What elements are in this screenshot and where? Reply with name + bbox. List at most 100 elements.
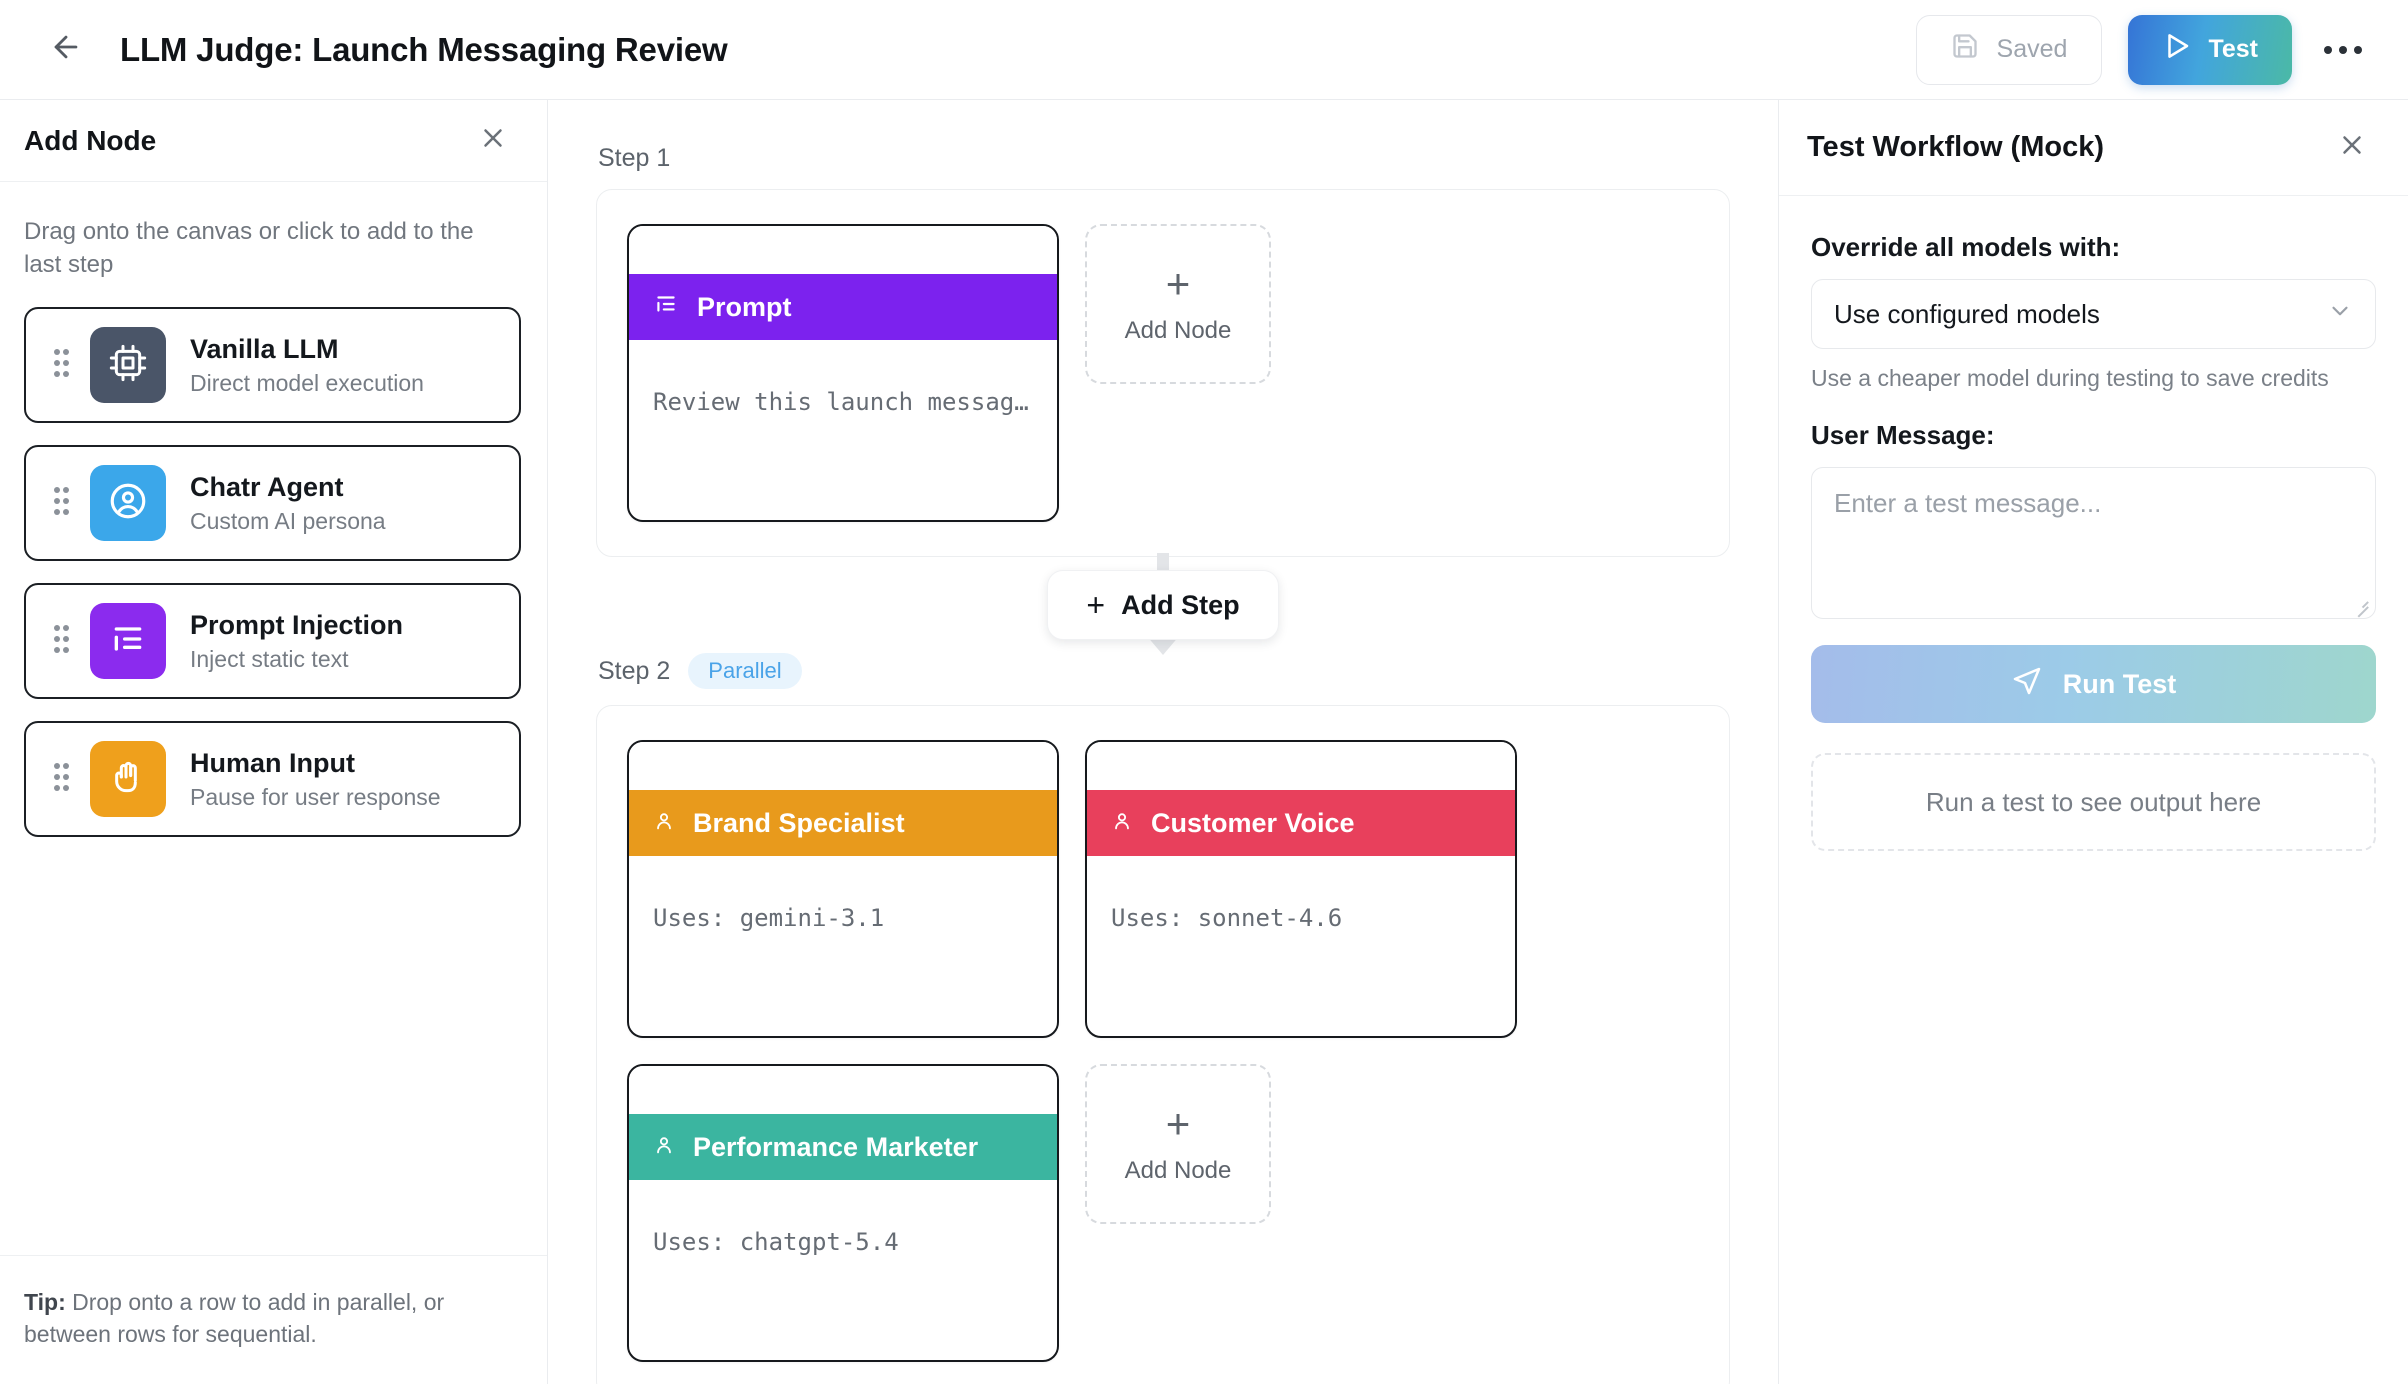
main-body: Add Node Drag onto the canvas or click t… [0,100,2408,1384]
ellipsis-icon [2324,45,2362,54]
node-brand-specialist-model: Uses: gemini-3.1 [653,904,885,932]
step-2-label-row: Step 2 Parallel [598,653,1730,689]
textarea-resize-handle[interactable] [2352,595,2369,617]
plus-icon: + [1086,587,1106,623]
test-panel-content: Override all models with: Use configured… [1779,196,2408,852]
workflow-canvas[interactable]: Step 1 Prompt Review this launch messag… [548,100,1778,1384]
palette-icon-vanilla-llm [90,327,166,404]
sidebar-hint: Drag onto the canvas or click to add to … [24,218,474,278]
sidebar-close-button[interactable] [471,119,515,163]
sidebar-title: Add Node [24,124,157,156]
list-text-icon [653,291,679,324]
node-prompt-subtitle: Review this launch messag… [653,388,1029,416]
step-1-label: Step 1 [598,144,671,172]
node-customer-voice[interactable]: Customer Voice Uses: sonnet-4.6 [1085,740,1517,1038]
connector-arrow-down [1146,635,1180,655]
override-models-help: Use a cheaper model during testing to sa… [1811,365,2329,391]
user-circle-icon [107,480,149,527]
save-disk-icon [1951,32,1979,67]
node-prompt[interactable]: Prompt Review this launch messag… [627,224,1059,522]
drag-handle-icon[interactable] [46,486,80,520]
node-customer-voice-title: Customer Voice [1151,807,1355,838]
node-top-spacer [629,742,1057,790]
step-2-label: Step 2 [598,656,671,685]
plus-icon: + [1165,260,1191,307]
user-message-input[interactable]: Enter a test message... [1811,467,2376,620]
saved-label: Saved [1996,35,2068,63]
add-node-label: Add Node [1124,1157,1232,1184]
node-brand-specialist-title: Brand Specialist [693,807,905,838]
user-message-placeholder: Enter a test message... [1834,488,2102,519]
palette-desc: Custom AI persona [190,508,386,535]
node-prompt-title: Prompt [697,291,792,322]
node-customer-voice-model: Uses: sonnet-4.6 [1111,904,1343,932]
test-panel-header: Test Workflow (Mock) [1779,100,2408,196]
play-icon [2162,31,2192,68]
list-text-icon [108,619,148,664]
test-button[interactable]: Test [2128,14,2292,85]
override-models-select[interactable]: Use configured models [1811,279,2376,349]
drag-handle-icon[interactable] [46,762,80,796]
palette-desc: Direct model execution [190,370,424,397]
node-top-spacer [629,1066,1057,1114]
node-performance-marketer-model: Uses: chatgpt-5.4 [653,1228,899,1256]
palette-name: Chatr Agent [190,471,344,502]
node-prompt-header: Prompt [629,274,1057,340]
user-icon [1111,808,1133,839]
node-performance-marketer[interactable]: Performance Marketer Uses: chatgpt-5.4 [627,1064,1059,1362]
hand-raised-icon [108,757,148,802]
run-test-label: Run Test [2062,668,2177,699]
palette-item-human-input[interactable]: Human Input Pause for user response [24,721,521,838]
step-2-container[interactable]: Brand Specialist Uses: gemini-3.1 Custom… [596,705,1730,1384]
more-options-button[interactable] [2314,21,2372,79]
node-top-spacer [629,226,1057,274]
tip-label: Tip: [24,1288,66,1315]
palette-text-vanilla-llm: Vanilla LLM Direct model execution [190,333,424,398]
add-step-button[interactable]: + Add Step [1047,570,1279,640]
sidebar-header: Add Node [0,100,547,182]
user-icon [653,1132,675,1163]
node-brand-specialist-body: Uses: gemini-3.1 [629,856,1057,1036]
test-panel-title: Test Workflow (Mock) [1807,131,2104,163]
user-message-label: User Message: [1811,420,1995,451]
step-2-add-node-button[interactable]: + Add Node [1085,1064,1271,1224]
drag-handle-icon[interactable] [46,348,80,382]
node-prompt-body: Review this launch messag… [629,340,1057,520]
test-label: Test [2208,35,2258,63]
test-panel-close-button[interactable] [2330,126,2374,170]
palette-text-human-input: Human Input Pause for user response [190,747,441,812]
drag-handle-icon[interactable] [46,624,80,658]
palette-text-prompt-injection: Prompt Injection Inject static text [190,609,403,674]
user-icon [653,808,675,839]
plus-icon: + [1165,1100,1191,1147]
node-customer-voice-body: Uses: sonnet-4.6 [1087,856,1515,1036]
step-1-container[interactable]: Prompt Review this launch messag… + Add … [596,189,1730,557]
run-test-button[interactable]: Run Test [1811,645,2376,724]
node-brand-specialist[interactable]: Brand Specialist Uses: gemini-3.1 [627,740,1059,1038]
palette-item-chatr-agent[interactable]: Chatr Agent Custom AI persona [24,445,521,562]
palette-item-prompt-injection[interactable]: Prompt Injection Inject static text [24,583,521,700]
saved-status-button[interactable]: Saved [1915,14,2103,85]
override-models-value: Use configured models [1834,298,2100,329]
tip-text: Drop onto a row to add in parallel, or b… [24,1288,445,1347]
sidebar-footer: Tip: Drop onto a row to add in parallel,… [0,1254,547,1384]
palette-icon-prompt-injection [90,603,166,680]
arrow-left-icon [49,30,83,69]
palette-name: Human Input [190,747,355,778]
node-performance-marketer-header: Performance Marketer [629,1114,1057,1180]
step-1-add-node-button[interactable]: + Add Node [1085,224,1271,384]
send-plane-icon [2011,665,2043,704]
palette-item-vanilla-llm[interactable]: Vanilla LLM Direct model execution [24,307,521,424]
palette-name: Vanilla LLM [190,333,339,364]
add-node-sidebar: Add Node Drag onto the canvas or click t… [0,100,548,1384]
step-2-parallel-badge: Parallel [688,653,802,689]
palette-text-chatr-agent: Chatr Agent Custom AI persona [190,471,386,536]
node-customer-voice-header: Customer Voice [1087,790,1515,856]
palette-desc: Pause for user response [190,784,441,811]
chevron-down-icon [2327,298,2353,331]
back-button[interactable] [40,24,92,76]
cpu-chip-icon [108,343,148,388]
add-step-area: + Add Step [596,553,1730,655]
add-node-label: Add Node [1124,317,1232,344]
close-icon [2337,130,2367,165]
